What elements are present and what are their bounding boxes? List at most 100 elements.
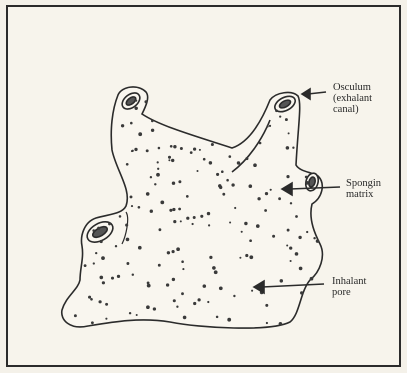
pore-dot [144,100,147,103]
pore-dot [111,277,114,280]
pore-dot [132,150,134,152]
pore-dot [108,222,111,225]
pore-dot [251,290,253,292]
pore-dot [192,223,194,225]
pore-dot [280,279,283,282]
pore-dot [176,306,178,308]
pore-dot [170,145,173,148]
pore-dot [172,278,175,281]
pore-dot [134,148,137,151]
pore-dot [169,209,172,212]
pore-dot [211,143,214,146]
pore-dot [138,246,142,250]
pore-dot [131,205,133,207]
pore-dot [237,161,240,164]
pore-dot [253,163,257,167]
pore-dot [146,149,149,152]
pore-dot [105,303,108,306]
pore-dot [207,301,209,303]
pore-dot [259,142,262,145]
label-spongin: Spongin matrix [346,178,381,200]
pore-dot [219,286,223,290]
pore-dot [285,118,288,121]
pore-dot [300,291,303,294]
pore-dot [290,202,292,204]
pore-dot [218,184,222,188]
pore-dot [212,266,216,270]
pore-dot [135,99,137,101]
pore-dot [151,129,154,132]
pore-dot [186,217,189,220]
pore-dot [286,175,289,178]
pore-dot [117,275,120,278]
pore-dot [126,163,129,166]
pore-dot [183,316,187,320]
pore-dot [190,151,193,154]
pore-dot [151,120,154,123]
pore-dot [99,300,102,303]
pore-dot [97,227,100,230]
pore-dot [150,176,152,178]
pore-dot [209,161,212,164]
pore-dot [158,264,161,267]
pore-dot [138,206,141,209]
pore-dot [125,224,128,227]
pore-dot [270,189,272,191]
pore-dot [121,124,124,127]
pore-dot [93,262,95,264]
pore-dot [289,246,292,249]
pore-dot [239,257,241,259]
pore-dot [249,239,252,242]
pore-dot [136,314,138,316]
label-inhalant-pore: Inhalant pore [332,276,366,298]
pore-dot [207,212,210,215]
pore-dot [214,270,218,274]
pore-dot [193,216,196,219]
pore-dot [172,181,175,184]
pore-dot [286,146,290,150]
label-osculum: Osculum (exhalant canal) [333,82,372,115]
pore-dot [279,115,281,117]
pore-dot [180,147,183,150]
pore-dot [171,159,174,162]
pore-dot [181,292,184,295]
pore-dot [203,158,206,161]
pore-dot [221,170,224,173]
pore-dot [286,244,288,246]
pore-dot [178,208,181,211]
pore-dot [272,235,275,238]
pore-dot [168,156,171,159]
pore-dot [216,316,219,319]
pore-dot [173,220,176,223]
label-osculum-line2: (exhalant [333,93,372,104]
pore-dot [266,125,268,127]
pore-dot [306,231,308,233]
pore-dot [265,304,268,307]
pore-dot [146,192,150,196]
pore-dot [265,192,268,195]
pore-dot [119,215,122,218]
pore-dot [299,267,303,271]
pore-dot [290,260,292,262]
pore-dot [132,273,134,275]
pore-dot [216,173,219,176]
pore-dot [245,157,248,160]
pore-dot [245,254,248,257]
pore-dot [264,209,267,212]
pore-dot [203,284,207,288]
pore-dot [249,255,253,259]
pore-dot [153,307,156,310]
pore-dot [275,109,278,112]
pore-dot [158,147,161,150]
pore-dot [269,125,271,127]
pore-dot [159,228,162,231]
pore-dot [198,298,201,301]
osculum-arrowhead [302,89,310,99]
pore-dot [200,215,203,218]
pore-dot [186,195,189,198]
pore-dot [150,210,153,213]
pore-dot [100,240,103,243]
pore-dot [138,132,142,136]
pore-dot [199,149,201,151]
pore-dot [173,145,176,148]
